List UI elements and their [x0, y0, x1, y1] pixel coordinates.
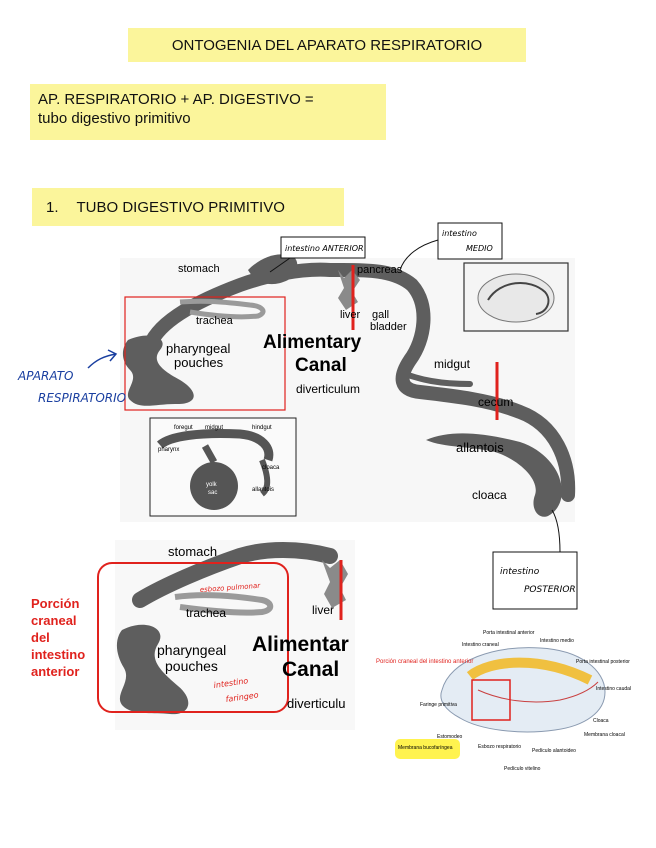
porcion-craneal-label: Porción craneal del intestino anterior: [31, 596, 85, 679]
subtitle-box: AP. RESPIRATORIO + AP. DIGESTIVO = tubo …: [30, 84, 386, 140]
inset-sac: sac: [208, 490, 217, 496]
diagram2-highlight-box: [97, 562, 289, 713]
embryo-porta-anterior: Porta intestinal anterior: [483, 630, 535, 636]
diagram2-pharyngeal-shape: [116, 624, 189, 715]
callout-medio: intestino MEDIO: [399, 222, 503, 271]
embryo-porcion: Porción craneal del intestino anterior: [376, 659, 473, 665]
embryo-pediculo-alantoideo: Pedículo alantoideo: [532, 748, 576, 754]
diagram1-gut-tube: [143, 262, 576, 502]
label-canal: Canal: [295, 355, 347, 376]
callout-posterior: intestino POSTERIOR: [492, 509, 578, 610]
label-stomach: stomach: [178, 263, 220, 275]
d2-label-liver: liver: [312, 603, 334, 617]
page-title: ONTOGENIA DEL APARATO RESPIRATORIO: [128, 28, 526, 62]
embryo-faringe: Faringe primitiva: [420, 702, 457, 708]
inset-midgut: midgut: [205, 425, 223, 431]
d2-label-stomach: stomach: [168, 544, 217, 559]
inset-cloaca: cloaca: [262, 465, 280, 471]
diagram2-trachea-shape: [174, 592, 274, 616]
section-number: 1.: [46, 198, 59, 216]
embryo-porta-posterior: Porta intestinal posterior: [576, 659, 630, 665]
d2-label-alimentary: Alimentar: [252, 633, 349, 656]
subtitle-line-2: tubo digestivo primitivo: [38, 110, 191, 127]
callout-posterior-line1: intestino: [500, 567, 540, 577]
embryo-membrana-buco: Membrana bucofaríngea: [398, 745, 453, 751]
label-allantois: allantois: [456, 440, 504, 455]
subtitle-line-1: AP. RESPIRATORIO + AP. DIGESTIVO =: [38, 91, 314, 108]
pharyngeal-pouch-shape: [122, 335, 194, 406]
embryo-pediculo-vitelino: Pedículo vitelino: [504, 766, 541, 772]
inset-yolk: yolk: [206, 482, 218, 488]
embryo-intestino-craneal: Intestino craneal: [462, 642, 499, 648]
embryo-thumbnail: [463, 262, 569, 332]
label-pharyngeal: pharyngeal: [166, 341, 230, 356]
d2-label-canal: Canal: [282, 658, 339, 681]
porcion-line-2: craneal: [31, 613, 77, 628]
callout-medio-line2: MEDIO: [466, 244, 493, 253]
label-midgut: midgut: [434, 357, 471, 371]
callout-anterior-text: intestino ANTERIOR: [285, 244, 364, 253]
label-alimentary: Alimentary: [263, 332, 362, 353]
callout-medio-line1: intestino: [442, 229, 477, 238]
label-cecum: cecum: [478, 395, 513, 409]
porcion-line-5: anterior: [31, 664, 79, 679]
porcion-line-3: del: [31, 630, 50, 645]
note-aparato: APARATO: [17, 369, 74, 383]
porcion-line-1: Porción: [31, 596, 79, 611]
d2-label-pharyngeal: pharyngeal: [157, 642, 226, 658]
embryo-estomodeo: Estomodeo: [437, 734, 463, 740]
label-bladder: bladder: [370, 321, 407, 333]
diagram2-gut-tube: [132, 542, 338, 608]
d2-label-pouches: pouches: [165, 658, 218, 674]
section-label: TUBO DIGESTIVO PRIMITIVO: [76, 198, 285, 216]
embryo-intestino-caudal: Intestino caudal: [596, 686, 631, 692]
inset-diagram: foregut midgut hindgut pharynx cloaca yo…: [149, 417, 297, 517]
embryo-intestino-medio: Intestino medio: [540, 638, 574, 644]
inset-allantois: allantois: [252, 487, 274, 493]
label-gall: gall: [372, 309, 389, 321]
label-pouches: pouches: [174, 355, 224, 370]
label-pancreas: pancreas: [357, 264, 403, 276]
embryo-diagram: Porción craneal del intestino anterior P…: [376, 630, 631, 772]
callout-anterior: intestino ANTERIOR: [269, 236, 366, 273]
inset-foregut: foregut: [174, 425, 193, 431]
embryo-cloaca: Cloaca: [593, 718, 609, 724]
blue-arrow: [87, 349, 118, 369]
label-cloaca: cloaca: [472, 488, 507, 502]
section-heading: 1. TUBO DIGESTIVO PRIMITIVO: [32, 188, 344, 226]
inset-pharynx: pharynx: [158, 447, 179, 453]
inset-hindgut: hindgut: [252, 425, 272, 431]
respiratory-highlight-box: [124, 296, 286, 411]
porcion-line-4: intestino: [31, 647, 85, 662]
cloaca-shape: [426, 433, 562, 517]
d2-label-diverticulum: diverticulu: [287, 696, 346, 711]
d2-label-trachea: trachea: [186, 606, 226, 620]
trachea-shape: [179, 298, 266, 320]
label-trachea: trachea: [196, 315, 234, 327]
aparato-respiratorio-note: APARATO RESPIRATORIO: [17, 349, 126, 405]
note-respiratorio: RESPIRATORIO: [38, 391, 126, 405]
embryo-esbozo-resp: Esbozo respiratorio: [478, 744, 521, 750]
embryo-membrana-cloacal: Membrana cloacal: [584, 732, 625, 738]
label-liver: liver: [340, 309, 361, 321]
label-diverticulum: diverticulum: [296, 382, 360, 396]
callout-posterior-line2: POSTERIOR: [524, 585, 576, 595]
